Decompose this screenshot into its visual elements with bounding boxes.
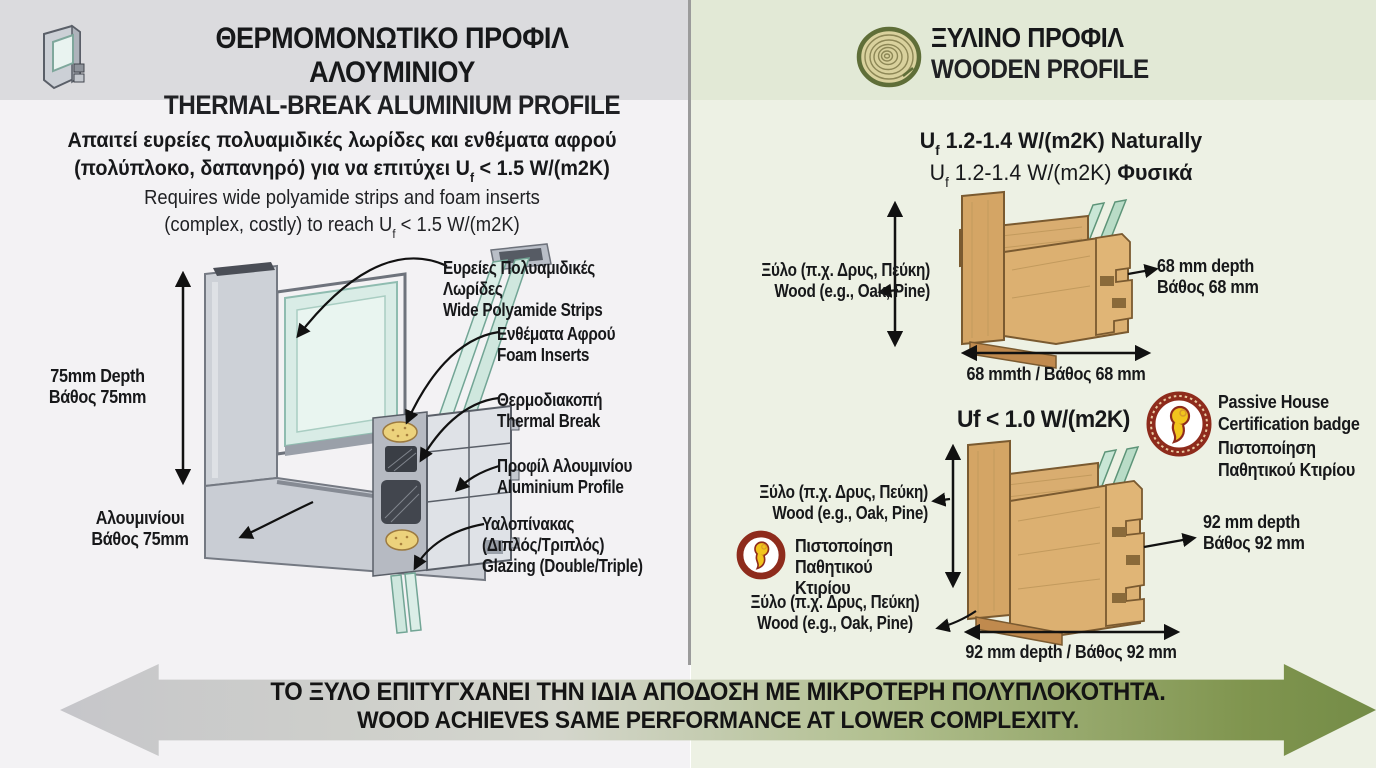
- wood-92-label-arrow: [931, 492, 951, 507]
- callout-aluminium-profile: Προφίλ Αλουμινίου Aluminium Profile: [497, 456, 633, 498]
- banner-greek-line: ΤΟ ΞΥΛΟ ΕΠΙΤΥΓΧΑΝΕΙ ΤΗΝ ΙΔΙΑ ΑΠΟΔΟΣΗ ΜΕ …: [270, 678, 1166, 706]
- aluminium-depth-label: Αλουμινίουι Βάθος 75mm: [91, 508, 189, 550]
- description-english-line2: (complex, costly) to reach Uf < 1.5 W/(m…: [164, 214, 520, 241]
- width-68-label: 68 mmth / Βάθος 68 mm: [966, 364, 1146, 384]
- description-greek-line2: (πολύπλοκο, δαπανηρό) για να επιτύχει Uf…: [74, 156, 610, 186]
- window-glass: [275, 272, 407, 456]
- banner-english-line: WOOD ACHIEVES SAME PERFORMANCE AT LOWER …: [357, 707, 1079, 734]
- badge-caption: Passive House Certification badge Πιστοπ…: [1218, 392, 1360, 480]
- section-divider: [688, 0, 691, 665]
- callout-arrows: [238, 257, 500, 571]
- wood-title-english: WOODEN PROFILE: [931, 54, 1149, 84]
- aluminium-title-greek: ΘΕΡΜΟΜΟΝΩΤΙΚΟ ΠΡΟΦΙΛ ΑΛΟΥΜΙΝΙΟΥ: [215, 22, 569, 89]
- foam-insert-upper: [382, 421, 418, 443]
- wood-92-material-label-bottom: Ξύλο (π.χ. Δρυς, Πεύκη) Wood (e.g., Oak,…: [750, 592, 920, 634]
- foam-insert-lower: [385, 529, 419, 551]
- thermal-break-upper: [385, 446, 417, 472]
- depth-68-arrow: [1127, 263, 1159, 279]
- depth-68-label: 68 mm depth Βάθος 68 mm: [1157, 256, 1259, 298]
- passive-house-badge-small: [736, 530, 786, 580]
- uf-naturally-line: Uf 1.2-1.4 W/(m2K) Naturally: [919, 128, 1203, 159]
- aluminium-header: ΘΕΡΜΟΜΟΝΩΤΙΚΟ ΠΡΟΦΙΛ ΑΛΟΥΜΙΝΙΟΥ THERMAL-…: [0, 0, 690, 120]
- callout-thermal-break: Θερμοδιακοπή Thermal Break: [497, 390, 603, 432]
- aluminium-profile-icon: [43, 24, 85, 90]
- uf-fysika-line: Uf 1.2-1.4 W/(m2K) Φυσικά: [929, 159, 1193, 190]
- aluminium-title-english: THERMAL-BREAK ALUMINIUM PROFILE: [163, 90, 621, 120]
- callout-glazing: Υαλοπίνακας (Διπλός/Τριπλός) Glazing (Do…: [482, 514, 643, 577]
- wood-92-illustration: [967, 439, 1145, 646]
- aluminium-description: Απαιτεί ευρείες πολυαμιδικές λωρίδες και…: [10, 126, 674, 241]
- callout-polyamide-strips: Ευρείες Πολυαμιδικές Λωρίδες Wide Polyam…: [443, 258, 603, 321]
- depth-75mm-label: 75mm Depth Βάθος 75mm: [48, 366, 147, 408]
- wood-92-certification-label: Πιστοποίηση Παθητικού Κτιρίου: [795, 536, 893, 599]
- wood-uf-heading: Uf 1.2-1.4 W/(m2K) Naturally Uf 1.2-1.4 …: [861, 126, 1261, 190]
- wood-92-bottom-label-arrow: [935, 610, 977, 633]
- wood-68-label-arrow: [877, 283, 899, 298]
- wood-92-material-label-top: Ξύλο (π.χ. Δρυς, Πεύκη) Wood (e.g., Oak,…: [759, 482, 928, 524]
- wood-profile-68-diagram: [877, 190, 1159, 369]
- wood-68-material-label: Ξύλο (π.χ. Δρυς, Πεύκη) Wood (e.g., Oak,…: [761, 260, 930, 302]
- description-english-line1: Requires wide polyamide strips and foam …: [144, 187, 540, 210]
- aluminium-profile-diagram: [174, 243, 552, 634]
- wood-title-greek: ΞΥΛΙΝΟ ΠΡΟΦΙΛ: [931, 22, 1124, 53]
- description-greek-line1: Απαιτεί ευρείες πολυαμιδικές λωρίδες και…: [67, 128, 617, 152]
- depth-92-arrow: [1143, 532, 1197, 549]
- passive-house-badge: [1146, 391, 1212, 457]
- callout-foam-inserts: Ενθέματα Αφρού Foam Inserts: [497, 324, 616, 366]
- uf-1-0-heading: Uf < 1.0 W/(m2K): [957, 406, 1130, 433]
- aluminium-section: ΘΕΡΜΟΜΟΝΩΤΙΚΟ ΠΡΟΦΙΛ ΑΛΟΥΜΙΝΙΟΥ THERMAL-…: [0, 0, 690, 768]
- wood-profile-92-diagram: [931, 439, 1197, 646]
- wood-header: ΞΥΛΙΝΟ ΠΡΟΦΙΛ WOODEN PROFILE: [691, 0, 1376, 100]
- width-92-label: 92 mm depth / Βάθος 92 mm: [965, 642, 1177, 662]
- wood-68-illustration: [959, 190, 1133, 369]
- depth-92-label: 92 mm depth Βάθος 92 mm: [1203, 512, 1305, 554]
- wood-section: ΞΥΛΙΝΟ ΠΡΟΦΙΛ WOODEN PROFILE Uf 1.2-1.4 …: [691, 0, 1376, 768]
- wood-log-icon: [856, 26, 922, 88]
